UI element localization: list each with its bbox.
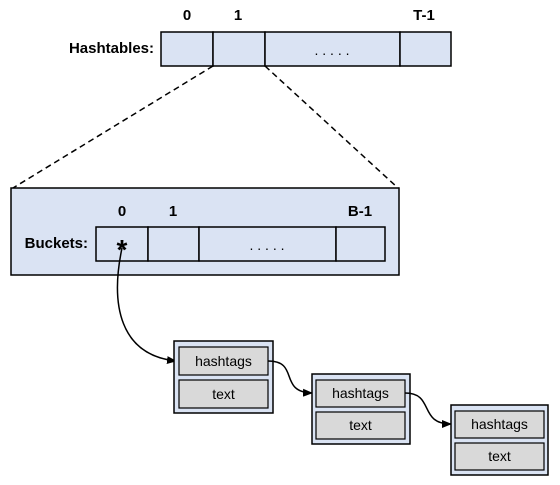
list-node-3: hashtags text — [450, 404, 549, 476]
node-hashtags-field — [178, 346, 269, 376]
bucket-cell-0 — [95, 226, 149, 262]
node-text-label: text — [212, 386, 235, 402]
hashtable-index-last: T-1 — [413, 7, 435, 24]
node-hashtags-field — [315, 379, 406, 408]
node-link-arrow-1 — [267, 360, 313, 397]
node-hashtags-label: hashtags — [195, 353, 252, 369]
buckets-label: Buckets: — [25, 235, 88, 252]
hashtable-index-0: 0 — [183, 7, 191, 24]
hashtable-ellipsis: . . . . . — [314, 42, 349, 58]
node-hashtags-field — [454, 410, 545, 439]
hashtable-cell-0 — [160, 31, 214, 67]
list-node-1: hashtags text — [173, 340, 274, 414]
hashtable-cell-last — [399, 31, 452, 67]
bucket-cell-1 — [147, 226, 200, 262]
expansion-line-right — [264, 65, 399, 189]
bucket-index-last: B-1 — [348, 203, 372, 220]
bucket-pointer-arrow — [116, 247, 177, 365]
node-hashtags-label: hashtags — [471, 416, 528, 432]
hashtables-label: Hashtables: — [69, 40, 154, 57]
node-text-field — [454, 442, 545, 471]
node-text-label: text — [349, 417, 372, 433]
node-text-label: text — [488, 448, 511, 464]
node-text-field — [315, 411, 406, 440]
node-text-field — [178, 379, 269, 409]
bucket-index-1: 1 — [169, 203, 177, 220]
list-node-2: hashtags text — [311, 373, 411, 445]
node-hashtags-label: hashtags — [332, 385, 389, 401]
bucket-cell-last — [335, 226, 386, 262]
bucket-ellipsis: . . . . . — [249, 237, 284, 253]
hashtable-cell-middle — [264, 31, 401, 67]
buckets-panel: Buckets: 0 1 B-1 . . . . . * — [10, 187, 400, 276]
hashtable-index-1: 1 — [234, 7, 242, 24]
bucket-index-0: 0 — [118, 203, 126, 220]
node-link-arrow-2 — [404, 392, 452, 428]
hashtable-cell-1 — [212, 31, 266, 67]
expansion-line-left — [12, 65, 214, 189]
hashtables-array: Hashtables: 0 1 T-1 . . . . . — [69, 7, 452, 67]
